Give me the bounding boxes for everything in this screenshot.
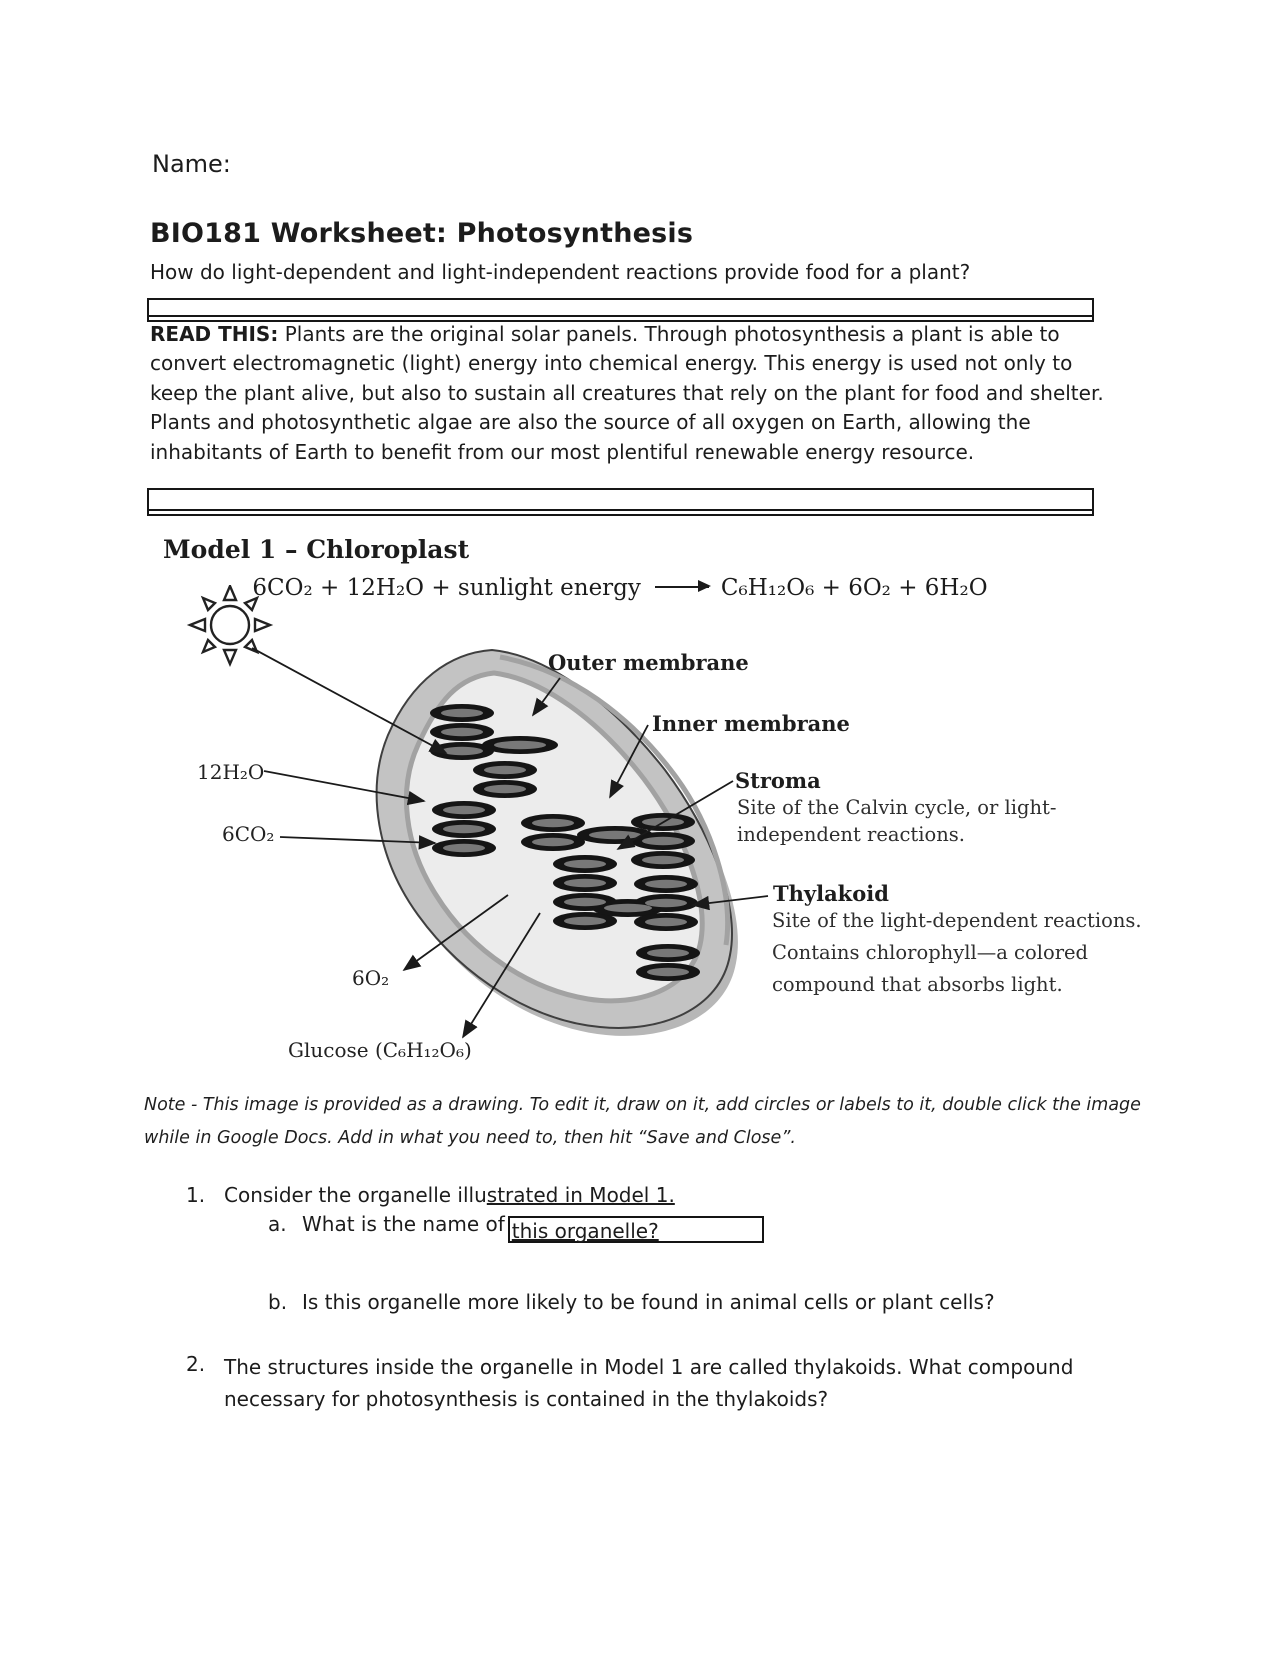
answer-box-middle-rule: [149, 509, 1092, 511]
editing-note: Note - This image is provided as a drawi…: [144, 1089, 1141, 1155]
thylakoid-description-line: Contains chlorophyll—a colored: [772, 941, 1089, 964]
co2-arrow: [279, 835, 437, 850]
o2-label: 6O₂: [352, 966, 390, 990]
page-subtitle: How do light-dependent and light-indepen…: [150, 260, 971, 284]
outer-membrane-arrow: [531, 677, 561, 717]
sun-icon: [186, 585, 274, 668]
question-1-text-underlined: strated in Model 1.: [486, 1183, 675, 1207]
question-1a-number: a.: [268, 1212, 287, 1236]
editing-note-line: while in Google Docs. Add in what you ne…: [144, 1128, 796, 1148]
grana-stacks: [430, 704, 700, 981]
name-label: Name:: [152, 150, 231, 178]
inner-membrane-arrow: [609, 724, 649, 799]
read-this-paragraph: READ THIS: Plants are the original solar…: [150, 320, 1130, 467]
thylakoid-description-line: compound that absorbs light.: [772, 973, 1063, 996]
read-this-line: Plants and photosynthetic algae are also…: [150, 410, 1031, 435]
co2-label: 6CO₂: [222, 822, 275, 846]
question-2-line: The structures inside the organelle in M…: [224, 1355, 1074, 1379]
equation-rhs: C₆H₁₂O₆ + 6O₂ + 6H₂O: [720, 575, 988, 601]
read-this-line: keep the plant alive, but also to sustai…: [150, 380, 1104, 405]
stroma-label: Stroma: [735, 768, 821, 793]
question-1-text-plain: Consider the organelle illu: [224, 1183, 487, 1207]
read-this-text: Plants are the original solar panels. Th…: [284, 322, 1060, 346]
answer-box-middle[interactable]: [147, 488, 1094, 516]
chloroplast-drawing[interactable]: [150, 585, 1090, 1055]
page-title: BIO181 Worksheet: Photosynthesis: [150, 218, 694, 249]
thylakoid-label: Thylakoid: [773, 881, 889, 906]
read-this-line: READ THIS: Plants are the original solar…: [150, 320, 1130, 349]
reaction-arrow-icon: [654, 579, 711, 594]
question-2-text: The structures inside the organelle in M…: [224, 1352, 1073, 1415]
question-2-line: necessary for photosynthesis is containe…: [224, 1386, 829, 1411]
question-1a-text-span: What is the name of: [302, 1212, 505, 1236]
question-1b-number: b.: [268, 1290, 288, 1314]
thylakoid-arrow: [691, 895, 769, 911]
question-1b-text: Is this organelle more likely to be foun…: [302, 1290, 995, 1314]
sunlight-arrow: [251, 647, 448, 754]
answer-box-top[interactable]: [147, 298, 1094, 322]
stroma-description-line: independent reactions.: [737, 823, 966, 846]
outer-membrane-line: [499, 654, 731, 946]
glucose-arrow: [462, 912, 541, 1039]
read-this-line: convert electromagnetic (light) energy i…: [150, 351, 1073, 376]
stroma-arrow: [616, 780, 734, 850]
equation-lhs: 6CO₂ + 12H₂O + sunlight energy: [252, 575, 641, 601]
water-label: 12H₂O: [197, 760, 265, 784]
stroma-description-line: Site of the Calvin cycle, or light-: [737, 796, 1057, 819]
outer-membrane-label: Outer membrane: [548, 650, 749, 675]
read-this-label: READ THIS:: [150, 322, 279, 346]
read-this-line: inhabitants of Earth to benefit from our…: [150, 439, 975, 464]
photosynthesis-equation: 6CO₂ + 12H₂O + sunlight energy C₆H₁₂O₆ + …: [150, 575, 1090, 601]
q1a-boxed-text: this organelle?: [511, 1219, 659, 1243]
answer-box-top-rule: [149, 315, 1092, 317]
thylakoid-description-line: Site of the light-dependent reactions.: [772, 909, 1142, 932]
q1a-answer-box[interactable]: this organelle?: [507, 1216, 764, 1243]
question-1-number: 1.: [186, 1183, 206, 1207]
question-2-number: 2.: [186, 1352, 206, 1376]
o2-arrow: [402, 894, 509, 972]
editing-note-line: Note - This image is provided as a drawi…: [144, 1095, 1141, 1115]
inner-membrane-label: Inner membrane: [652, 711, 850, 736]
model1-heading: Model 1 – Chloroplast: [163, 535, 470, 564]
glucose-label: Glucose (C₆H₁₂O₆): [288, 1038, 472, 1062]
water-arrow: [263, 770, 426, 806]
question-1-text: Consider the organelle illustrated in Mo…: [224, 1183, 675, 1207]
